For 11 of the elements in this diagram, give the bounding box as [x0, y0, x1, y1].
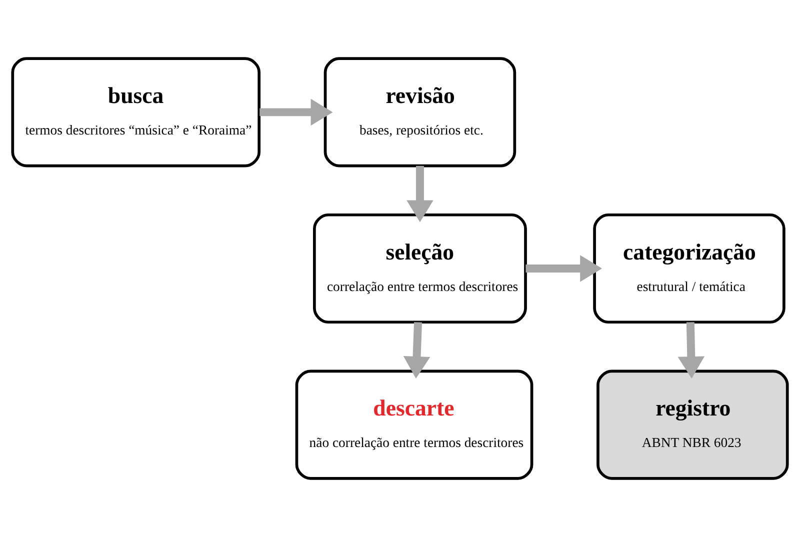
node-box: descarte não correlação entre termos descritores	[295, 370, 534, 480]
node-box: revisão bases, repositórios etc.	[324, 57, 516, 168]
arrow	[678, 322, 705, 378]
node-box: categorização estrutural / temática	[593, 213, 786, 324]
arrow	[260, 98, 333, 126]
node-box: busca termos descritores “música” e “Roraima”	[11, 57, 261, 168]
node-box: seleção correlação entre termos descritores	[313, 213, 527, 324]
arrow	[526, 255, 602, 282]
arrow	[403, 322, 430, 378]
node-box: registro ABNT NBR 6023	[596, 370, 789, 480]
arrow	[406, 166, 434, 222]
